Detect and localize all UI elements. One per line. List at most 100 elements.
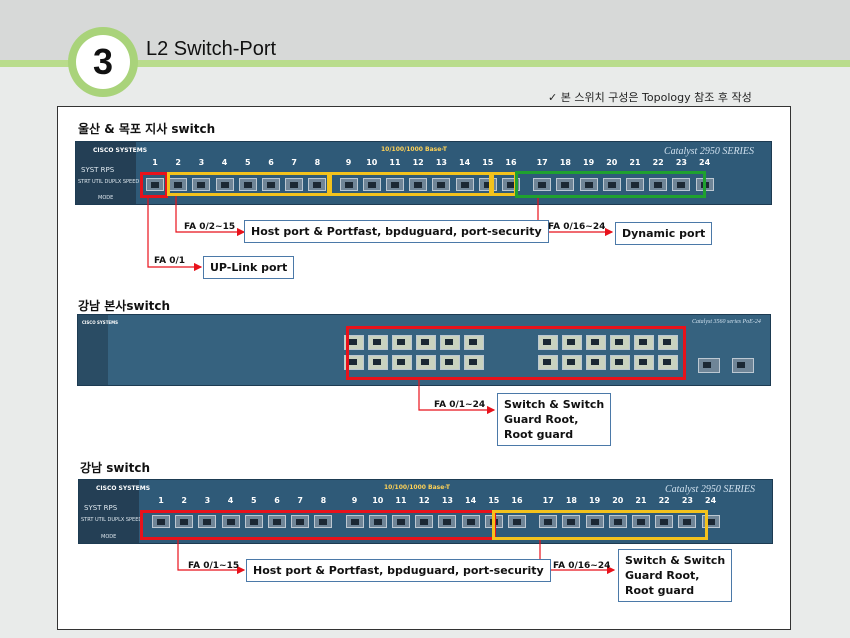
ethernet-port-11[interactable] [392, 515, 410, 528]
ethernet-port-6[interactable] [262, 178, 280, 191]
ethernet-port-24[interactable] [658, 355, 678, 370]
ethernet-port-9[interactable] [392, 355, 412, 370]
fa-label-s1-dynamic: FA 0/16~24 [548, 222, 606, 232]
ethernet-port-5[interactable] [440, 335, 460, 350]
callout-s3-host-port: Host port & Portfast, bpduguard, port-se… [246, 559, 551, 582]
ethernet-port-4[interactable] [215, 178, 234, 191]
ethernet-port-17[interactable] [533, 178, 552, 191]
ethernet-port-14[interactable] [455, 178, 474, 191]
ethernet-port-10[interactable] [362, 178, 381, 191]
ethernet-port-15[interactable] [586, 335, 606, 350]
port-number-18: 18 [565, 496, 577, 505]
connector-s3-host [177, 540, 246, 575]
switch3-mode-leds: STRT UTIL DUPLX SPEED [81, 517, 143, 523]
sfp-uplink-port-2[interactable] [732, 358, 754, 373]
switch3-mode: MODE [101, 534, 117, 540]
ethernet-port-7[interactable] [291, 515, 310, 528]
ethernet-port-2[interactable] [368, 335, 388, 350]
sfp-uplink-port-1[interactable] [698, 358, 720, 373]
ethernet-port-21[interactable] [626, 178, 644, 191]
switch2-brand: CISCO SYSTEMS [82, 320, 119, 325]
ethernet-port-1[interactable] [344, 335, 364, 350]
switch2-control-area [78, 315, 108, 385]
port-number-16: 16 [511, 496, 523, 505]
ethernet-port-9[interactable] [339, 178, 358, 191]
ethernet-port-19[interactable] [579, 178, 598, 191]
ethernet-port-14[interactable] [562, 335, 582, 350]
ethernet-port-13[interactable] [538, 335, 558, 350]
ethernet-port-20[interactable] [562, 355, 582, 370]
ethernet-port-7[interactable] [285, 178, 304, 191]
ethernet-port-11[interactable] [440, 355, 460, 370]
ethernet-port-12[interactable] [415, 515, 434, 528]
port-number-22: 22 [652, 158, 664, 167]
port-number-18: 18 [559, 158, 571, 167]
port-number-3: 3 [204, 496, 211, 505]
ethernet-port-1[interactable] [146, 178, 164, 191]
port-number-19: 19 [589, 496, 601, 505]
port-number-11: 11 [395, 496, 407, 505]
ethernet-port-18[interactable] [556, 178, 575, 191]
ethernet-port-17[interactable] [539, 515, 558, 528]
callout-s2-guard: Switch & Switch Guard Root, Root guard [497, 393, 612, 446]
ethernet-port-2[interactable] [175, 515, 194, 528]
ethernet-port-4[interactable] [221, 515, 240, 528]
port-number-7: 7 [291, 158, 297, 167]
ethernet-port-4[interactable] [416, 335, 436, 350]
ethernet-port-18[interactable] [562, 515, 581, 528]
ethernet-port-6[interactable] [464, 335, 484, 350]
ethernet-port-22[interactable] [610, 355, 630, 370]
ethernet-port-8[interactable] [314, 515, 333, 528]
ethernet-port-13[interactable] [432, 178, 451, 191]
highlight-s3-host [140, 510, 496, 540]
ethernet-port-22[interactable] [655, 515, 674, 528]
ethernet-port-13[interactable] [438, 515, 457, 528]
port-number-10: 10 [366, 158, 378, 167]
ethernet-port-11[interactable] [386, 178, 404, 191]
ethernet-port-5[interactable] [244, 515, 263, 528]
ethernet-port-14[interactable] [461, 515, 480, 528]
ethernet-port-18[interactable] [658, 335, 678, 350]
ethernet-port-23[interactable] [672, 178, 691, 191]
ethernet-port-23[interactable] [634, 355, 654, 370]
port-number-15: 15 [488, 496, 500, 505]
port-number-13: 13 [441, 496, 453, 505]
ethernet-port-16[interactable] [508, 515, 526, 528]
ethernet-port-3[interactable] [192, 178, 211, 191]
ethernet-port-3[interactable] [198, 515, 217, 528]
ethernet-port-16[interactable] [610, 335, 630, 350]
ethernet-port-6[interactable] [268, 515, 286, 528]
fa-label-s2-guard: FA 0/1~24 [434, 400, 486, 410]
ethernet-port-7[interactable] [344, 355, 364, 370]
callout-s2-line-2: Guard Root, [504, 413, 579, 426]
ethernet-port-17[interactable] [634, 335, 654, 350]
port-number-20: 20 [606, 158, 618, 167]
ethernet-port-21[interactable] [632, 515, 650, 528]
ethernet-port-12[interactable] [409, 178, 428, 191]
ethernet-port-22[interactable] [649, 178, 668, 191]
port-number-15: 15 [482, 158, 494, 167]
ethernet-port-8[interactable] [308, 178, 327, 191]
switch2-label: 강남 본사switch [78, 299, 171, 313]
ethernet-port-12[interactable] [464, 355, 484, 370]
callout-s1-host-port: Host port & Portfast, bpduguard, port-se… [244, 220, 549, 243]
ethernet-port-1[interactable] [152, 515, 170, 528]
ethernet-port-19[interactable] [538, 355, 558, 370]
ethernet-port-21[interactable] [586, 355, 606, 370]
port-number-21: 21 [629, 158, 641, 167]
switch3-model: Catalyst 2950 SERIES [665, 484, 755, 495]
ethernet-port-3[interactable] [392, 335, 412, 350]
ethernet-port-10[interactable] [416, 355, 436, 370]
ethernet-port-10[interactable] [368, 515, 387, 528]
ethernet-port-23[interactable] [678, 515, 697, 528]
ethernet-port-5[interactable] [238, 178, 257, 191]
port-number-20: 20 [612, 496, 624, 505]
ethernet-port-20[interactable] [608, 515, 627, 528]
port-number-14: 14 [465, 496, 477, 505]
section-number-badge: 3 [68, 27, 138, 97]
ethernet-port-20[interactable] [602, 178, 621, 191]
ethernet-port-19[interactable] [585, 515, 604, 528]
port-number-19: 19 [583, 158, 595, 167]
ethernet-port-8[interactable] [368, 355, 388, 370]
ethernet-port-9[interactable] [345, 515, 364, 528]
